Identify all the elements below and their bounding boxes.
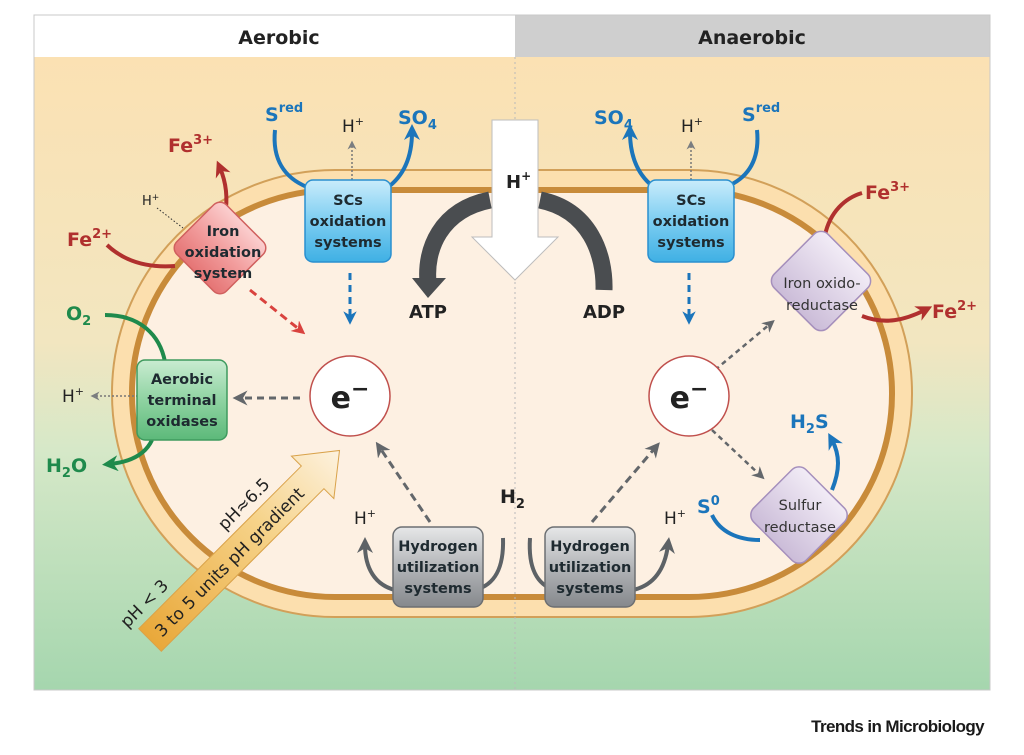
anaerobic-header: Anaerobic <box>698 27 806 49</box>
journal-credit: Trends in Microbiology <box>811 717 984 736</box>
scs-left-label-2: oxidation <box>310 214 387 230</box>
sulfur-reductase-label-2: reductase <box>764 520 836 536</box>
iron-proton-label: H+ <box>142 193 159 209</box>
scs-right-label-2: oxidation <box>653 214 730 230</box>
sred-in-arrow-left <box>272 129 308 189</box>
oxidases-label-2: terminal <box>147 393 216 409</box>
sulfur-reductase-box <box>750 466 848 564</box>
electron-circle-left <box>309 355 391 437</box>
atp-arrowhead <box>412 278 446 298</box>
scs-oxidation-right: SCs oxidation systems Sred SO4 H+ <box>594 101 780 325</box>
iron-oxidation-label-1: Iron <box>207 224 240 240</box>
aerobic-header: Aerobic <box>238 27 319 49</box>
iron-oxidation-system: Iron oxidation system Fe2+ Fe3+ H+ <box>67 133 306 335</box>
hydrogen-proton-label-right: H+ <box>664 507 686 529</box>
sred-label-right: Sred <box>742 101 780 126</box>
hydrogen-box-right <box>544 526 636 608</box>
scs-proton-label-right: H+ <box>681 115 703 137</box>
electron-pool-left: e− <box>309 355 391 437</box>
h2o-label: H2O <box>46 455 87 481</box>
scs-proton-label-left: H+ <box>342 115 364 137</box>
scs-oxidation-left: SCs oxidation systems Sred SO4 H+ <box>265 101 437 325</box>
adp-curve-arrow <box>537 191 613 291</box>
aerobic-terminal-oxidases: Aerobic terminal oxidases O2 H2O H+ <box>46 303 300 481</box>
iron-oxidation-label-2: oxidation <box>185 245 262 261</box>
hydrogen-left-label-3: systems <box>404 581 471 597</box>
h2o-out-arrow <box>102 439 154 472</box>
fe2-in-arrow <box>105 243 176 269</box>
hydrogen-left-label-1: Hydrogen <box>398 539 478 555</box>
sulfur-reductase: Sulfur reductase S0 H2S <box>697 411 848 564</box>
fe3-label-right: Fe3+ <box>865 180 910 204</box>
hydrogen-to-electron-arrow-left <box>375 441 432 523</box>
fe2-label: Fe2+ <box>67 227 112 251</box>
hydrogen-proton-label-left: H+ <box>354 507 376 529</box>
electron-to-iron-reductase-arrow <box>714 319 775 371</box>
hydrogen-utilization-left: Hydrogen utilization systems H+ <box>354 441 506 608</box>
iron-oxidation-box <box>173 201 267 295</box>
h2-label: H2 <box>500 486 525 512</box>
scs-oxidation-box-left <box>304 179 392 263</box>
adp-label: ADP <box>583 302 625 323</box>
so4-label-left: SO4 <box>398 107 437 133</box>
atp-curve-arrow <box>419 191 493 283</box>
atp-label: ATP <box>409 302 447 323</box>
electron-label-right: e− <box>670 377 709 416</box>
hydrogen-to-electron-arrow-right <box>590 442 660 523</box>
aerobic-header-bg <box>34 15 515 57</box>
h2s-out-arrow <box>828 432 843 491</box>
o2-in-arrow <box>104 313 167 363</box>
sulfur-reductase-label-1: Sulfur <box>779 498 822 514</box>
iron-oxidoreductase-label-1: Iron oxido- <box>783 276 860 292</box>
proton-out-arrow-right <box>632 537 675 592</box>
sred-label-left: Sred <box>265 101 303 126</box>
scs-left-label-3: systems <box>314 235 381 251</box>
fe2-label-right: Fe2+ <box>932 299 977 323</box>
iron-oxidation-label-3: system <box>194 266 253 282</box>
aerobic-oxidases-box <box>136 359 228 441</box>
hydrogen-right-label-1: Hydrogen <box>550 539 630 555</box>
hydrogen-box-left <box>392 526 484 608</box>
anaerobic-header-bg <box>515 15 990 57</box>
hydrogen-right-label-3: systems <box>556 581 623 597</box>
oxidases-label-1: Aerobic <box>151 372 213 388</box>
electron-circle-right <box>648 355 730 437</box>
scs-oxidation-box-right <box>647 179 735 263</box>
fe3-in-arrow-right <box>823 191 863 236</box>
iron-oxidoreductase-box <box>770 230 872 332</box>
ph-gradient-shape <box>137 449 341 653</box>
oxidase-proton-label: H+ <box>62 385 84 407</box>
figure-border <box>33 14 991 691</box>
proton-out-arrow-left <box>357 537 396 592</box>
atp-synthase: H+ ATP ADP <box>409 119 625 323</box>
s0-in-arrow <box>710 514 761 542</box>
fe2-out-arrow-right <box>861 306 933 323</box>
electron-pool-right: e− <box>648 355 730 437</box>
h2s-label: H2S <box>790 411 829 437</box>
hydrogen-utilization-right: Hydrogen utilization systems H+ <box>527 442 686 608</box>
electron-label-left: e− <box>331 377 370 416</box>
scs-right-label-3: systems <box>657 235 724 251</box>
scs-right-label-1: SCs <box>676 193 706 209</box>
hydrogen-left-label-2: utilization <box>397 560 480 576</box>
iron-to-electron-arrow <box>249 288 306 335</box>
oxidases-label-3: oxidases <box>146 414 218 430</box>
iron-oxidoreductase-label-2: reductase <box>786 298 858 314</box>
so4-out-arrow-left <box>385 124 420 190</box>
iron-oxidoreductase: Iron oxido- reductase Fe3+ Fe2+ <box>714 180 977 371</box>
scs-left-label-1: SCs <box>333 193 363 209</box>
electron-to-sulfur-reductase-arrow <box>711 429 765 480</box>
so4-label-right: SO4 <box>594 107 633 133</box>
proton-influx-label: H+ <box>506 169 531 193</box>
s0-label: S0 <box>697 494 720 518</box>
proton-influx-arrow <box>470 119 560 281</box>
fe3-label: Fe3+ <box>168 133 213 157</box>
o2-label: O2 <box>66 303 91 329</box>
hydrogen-right-label-2: utilization <box>549 560 632 576</box>
